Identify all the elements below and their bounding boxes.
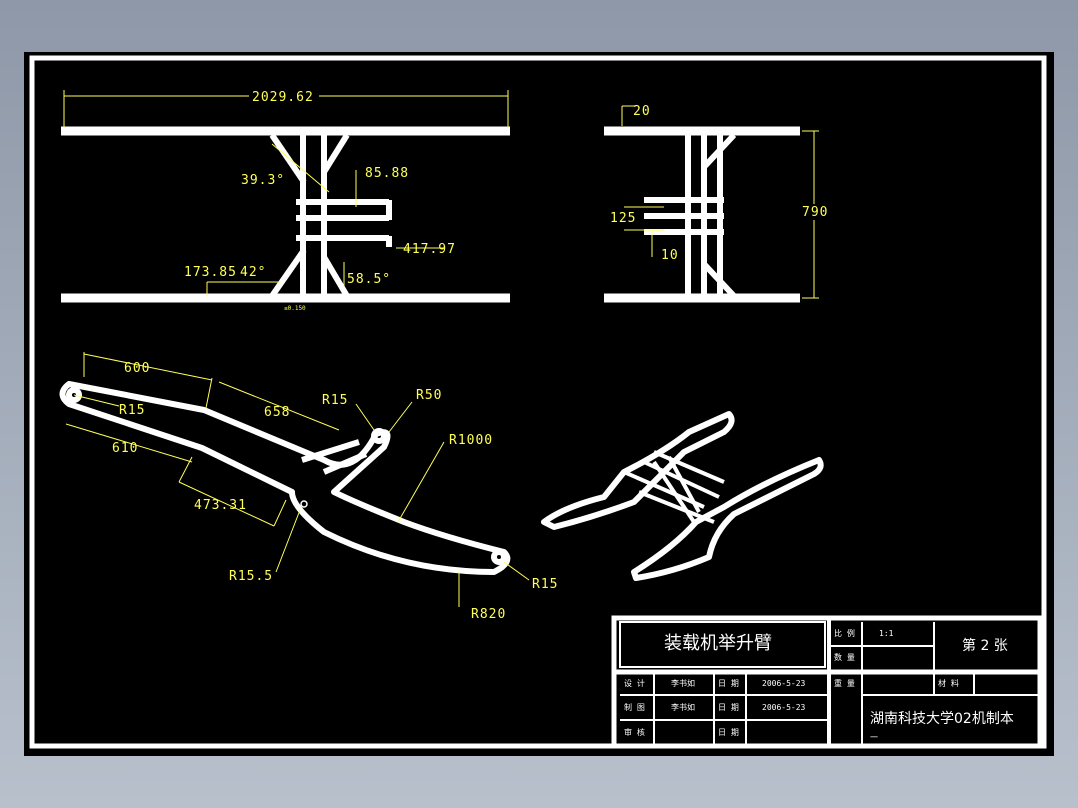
- iso-crossmembers: [623, 450, 725, 524]
- dim-610: 610: [112, 441, 138, 456]
- arm-dim-lines: [65, 352, 530, 607]
- iso-right-arm-bottom: [631, 457, 824, 581]
- dim-173: 173.85: [184, 265, 237, 280]
- weight-label: 重 量: [834, 678, 855, 688]
- dim-angle-39: 39.3°: [241, 173, 285, 188]
- dim-600: 600: [124, 361, 150, 376]
- date-2: 2006-5-23: [762, 703, 806, 712]
- side-view-members: [644, 132, 737, 299]
- top-view-crossmembers: [269, 133, 392, 298]
- arm-brace-upper: [301, 439, 360, 463]
- cad-drawing: 2029.62 39.3° 85.88 417.97 173.85 42° 58…: [29, 55, 1047, 749]
- drawing-title: 装载机举升臂: [664, 633, 772, 654]
- dim-r820: R820: [471, 607, 506, 622]
- scale-label: 比 例: [834, 628, 855, 638]
- top-view: [61, 90, 510, 303]
- dim-20: 20: [633, 104, 651, 119]
- drafter-name: 李书如: [671, 702, 695, 712]
- dim-note: ≤0.150: [284, 305, 306, 312]
- dim-r50: R50: [416, 388, 442, 403]
- dim-r15-left: R15: [119, 403, 145, 418]
- dim-overall-length: 2029.62: [252, 90, 314, 105]
- side-view-labels: 20 125 10 790: [610, 104, 830, 263]
- dim-473: 473.31: [194, 498, 247, 513]
- title-block: [611, 615, 1043, 749]
- hole-small: [300, 500, 308, 508]
- dim-10: 10: [661, 248, 679, 263]
- sheet-number: 第 2 张: [962, 637, 1008, 654]
- date-label-1: 日 期: [718, 679, 739, 688]
- dim-790: 790: [802, 205, 828, 220]
- dim-r15-right: R15: [532, 577, 558, 592]
- dim-r15-top: R15: [322, 393, 348, 408]
- school-name: 湖南科技大学02机制本: [870, 711, 1014, 727]
- dim-417: 417.97: [403, 242, 456, 257]
- arm-brace-lower: [322, 451, 368, 475]
- dim-85: 85.88: [365, 166, 409, 181]
- date-1: 2006-5-23: [762, 679, 806, 688]
- designer-name: 李书如: [671, 678, 695, 688]
- dim-125: 125: [610, 211, 636, 226]
- title-block-text: 装载机举升臂 比 例 1:1 数 量 第 2 张 重 量 材 料 设 计 制 图…: [624, 628, 1014, 742]
- school-name-line2: 一: [870, 733, 878, 742]
- dim-angle-42: 42°: [240, 265, 266, 280]
- lift-arm-labels: 600 658 R15 610 473.31 R15 R50 R1000 R15…: [112, 361, 558, 622]
- material-label: 材 料: [938, 678, 959, 688]
- top-view-labels: 2029.62 39.3° 85.88 417.97 173.85 42° 58…: [184, 87, 456, 312]
- side-view: [604, 105, 819, 303]
- dim-r15-5: R15.5: [229, 569, 273, 584]
- pin-left: [66, 387, 82, 403]
- design-label: 设 计: [624, 678, 645, 688]
- check-label: 审 核: [624, 727, 645, 737]
- drawing-sheet: 2029.62 39.3° 85.88 417.97 173.85 42° 58…: [24, 52, 1054, 756]
- iso-left-arm-top: [541, 411, 735, 530]
- drawing-border: [29, 55, 1047, 749]
- dim-658: 658: [264, 405, 290, 420]
- lift-arm-profile: [59, 352, 530, 607]
- drawn-label: 制 图: [624, 702, 645, 712]
- top-view-dim-lines: [63, 90, 509, 296]
- dim-angle-58: 58.5°: [347, 272, 391, 287]
- date-label-3: 日 期: [718, 728, 739, 737]
- pin-right: [491, 549, 507, 565]
- isometric-view: [541, 411, 824, 581]
- dim-r1000: R1000: [449, 433, 493, 448]
- date-label-2: 日 期: [718, 703, 739, 712]
- pin-top: [371, 428, 387, 444]
- quantity-label: 数 量: [834, 652, 855, 662]
- scale-value: 1:1: [879, 629, 894, 638]
